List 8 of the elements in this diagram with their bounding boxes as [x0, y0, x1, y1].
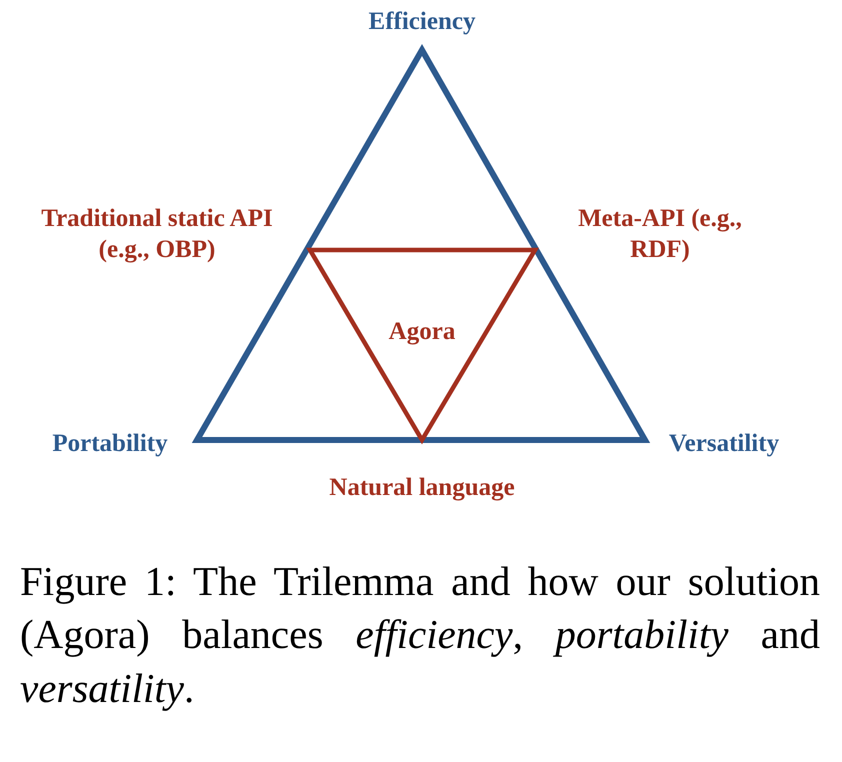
figure-caption: Figure 1: The Trilemma and how our solution (Agora) balances efficiency, portability and versatility. — [20, 557, 820, 713]
solution-label: Agora — [388, 318, 456, 346]
vertex-label: Efficiency — [368, 7, 476, 37]
corner-label: Natural language — [329, 473, 515, 503]
vertex-label: Versatility — [668, 429, 780, 459]
vertex-label: Portability — [52, 429, 168, 459]
corner-label: Meta-API (e.g., RDF) — [577, 204, 743, 266]
corner-label: Traditional static API (e.g., OBP) — [40, 204, 274, 266]
